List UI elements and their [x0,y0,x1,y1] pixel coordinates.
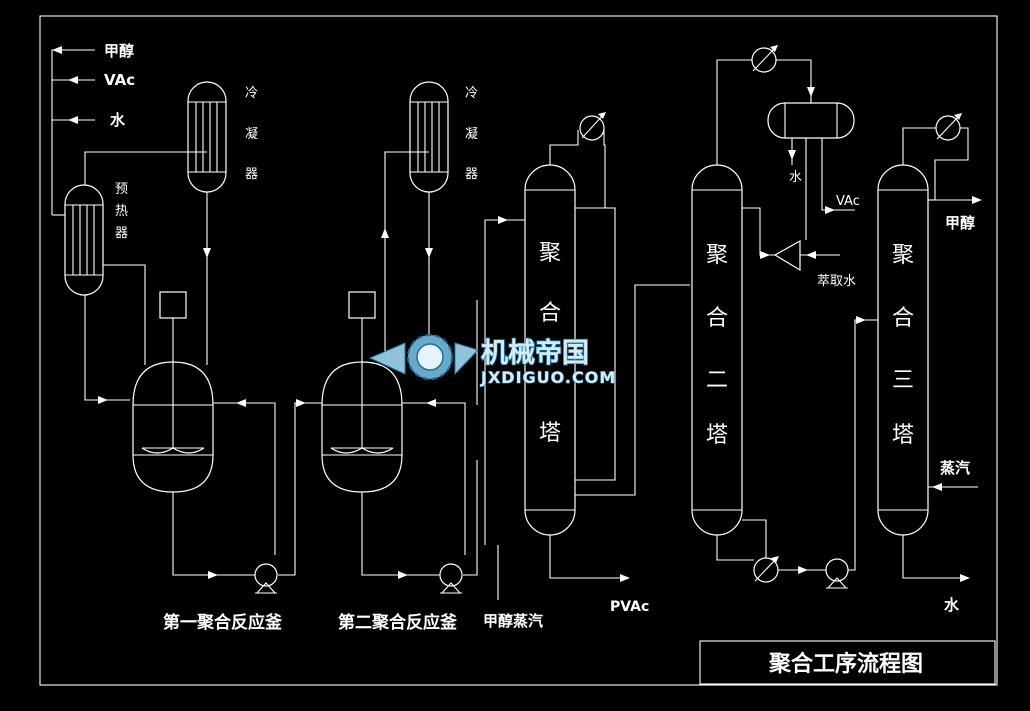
tower-1-label-3: 塔 [539,421,561,446]
watermark-logo-text: 机械帝国 [481,337,589,369]
wing-icon [368,342,406,375]
reactor-1-label: 第一聚合反应釜 [163,612,283,633]
preheater-label-2: 热 [115,204,128,219]
pump-2 [439,563,463,594]
watermark-url: JXDIGUO.COM [480,368,616,387]
tower-2-label-4: 塔 [706,423,728,448]
outlet-lines [51,46,95,216]
tower-2 [691,164,743,536]
condenser-2-label-2: 凝 [465,126,478,142]
drawing-frame [39,15,998,686]
stream-steam: 蒸汽 [940,459,970,477]
stream-vac-out: VAc [104,71,135,89]
tower-2-label-3: 二 [706,368,728,393]
pump-1 [254,563,278,594]
title-block [699,640,996,685]
stream-vac-decanter: VAc [836,194,860,209]
condenser-2-label-1: 冷 [465,86,478,101]
stream-water-decanter: 水 [789,170,802,185]
preheater-label-3: 器 [115,226,128,241]
stream-water-out: 水 [110,111,126,129]
condenser-2-label-3: 器 [465,167,478,182]
reactor-piping [172,216,525,579]
reactor-2 [321,291,403,493]
tower-2-label-1: 聚 [706,243,728,268]
tower-3-label-2: 合 [892,306,914,331]
stream-water-bottom: 水 [944,596,960,614]
condenser-1-label-2: 凝 [245,126,258,142]
tower-3-label-1: 聚 [892,243,914,268]
stream-methanol-t3: 甲醇 [945,214,975,232]
preheater [64,184,104,296]
stream-methanol-out: 甲醇 [104,42,134,60]
reactor-1 [132,291,214,493]
vapor-lines [84,151,433,404]
preheater-label-1: 预 [115,182,128,197]
tower-1-piping [497,112,690,600]
tower-1-label-2: 合 [539,301,561,326]
condenser-1-label-1: 冷 [245,86,258,101]
tower-3-label-3: 三 [892,368,914,393]
stream-extraction-water: 萃取水 [817,274,856,289]
tower-2-label-2: 合 [706,306,728,331]
watermark-logo: 机械帝国 JXDIGUO.COM [368,334,616,388]
tower-3-piping [902,113,982,582]
stream-pvac: PVAc [610,599,649,615]
pump-3 [825,316,878,589]
tower-2-piping [716,45,855,583]
condenser-1-label-3: 器 [245,167,258,182]
condenser-1 [187,81,227,193]
diagram-title: 聚合工序流程图 [768,651,923,677]
stream-methanol-vapor: 甲醇蒸汽 [483,612,543,630]
tower-1-label-1: 聚 [539,241,561,266]
reactor-2-label: 第二聚合反应釜 [338,612,458,633]
tower-3-label-4: 塔 [892,423,914,448]
condenser-2 [409,81,449,193]
tower-3 [877,164,929,536]
